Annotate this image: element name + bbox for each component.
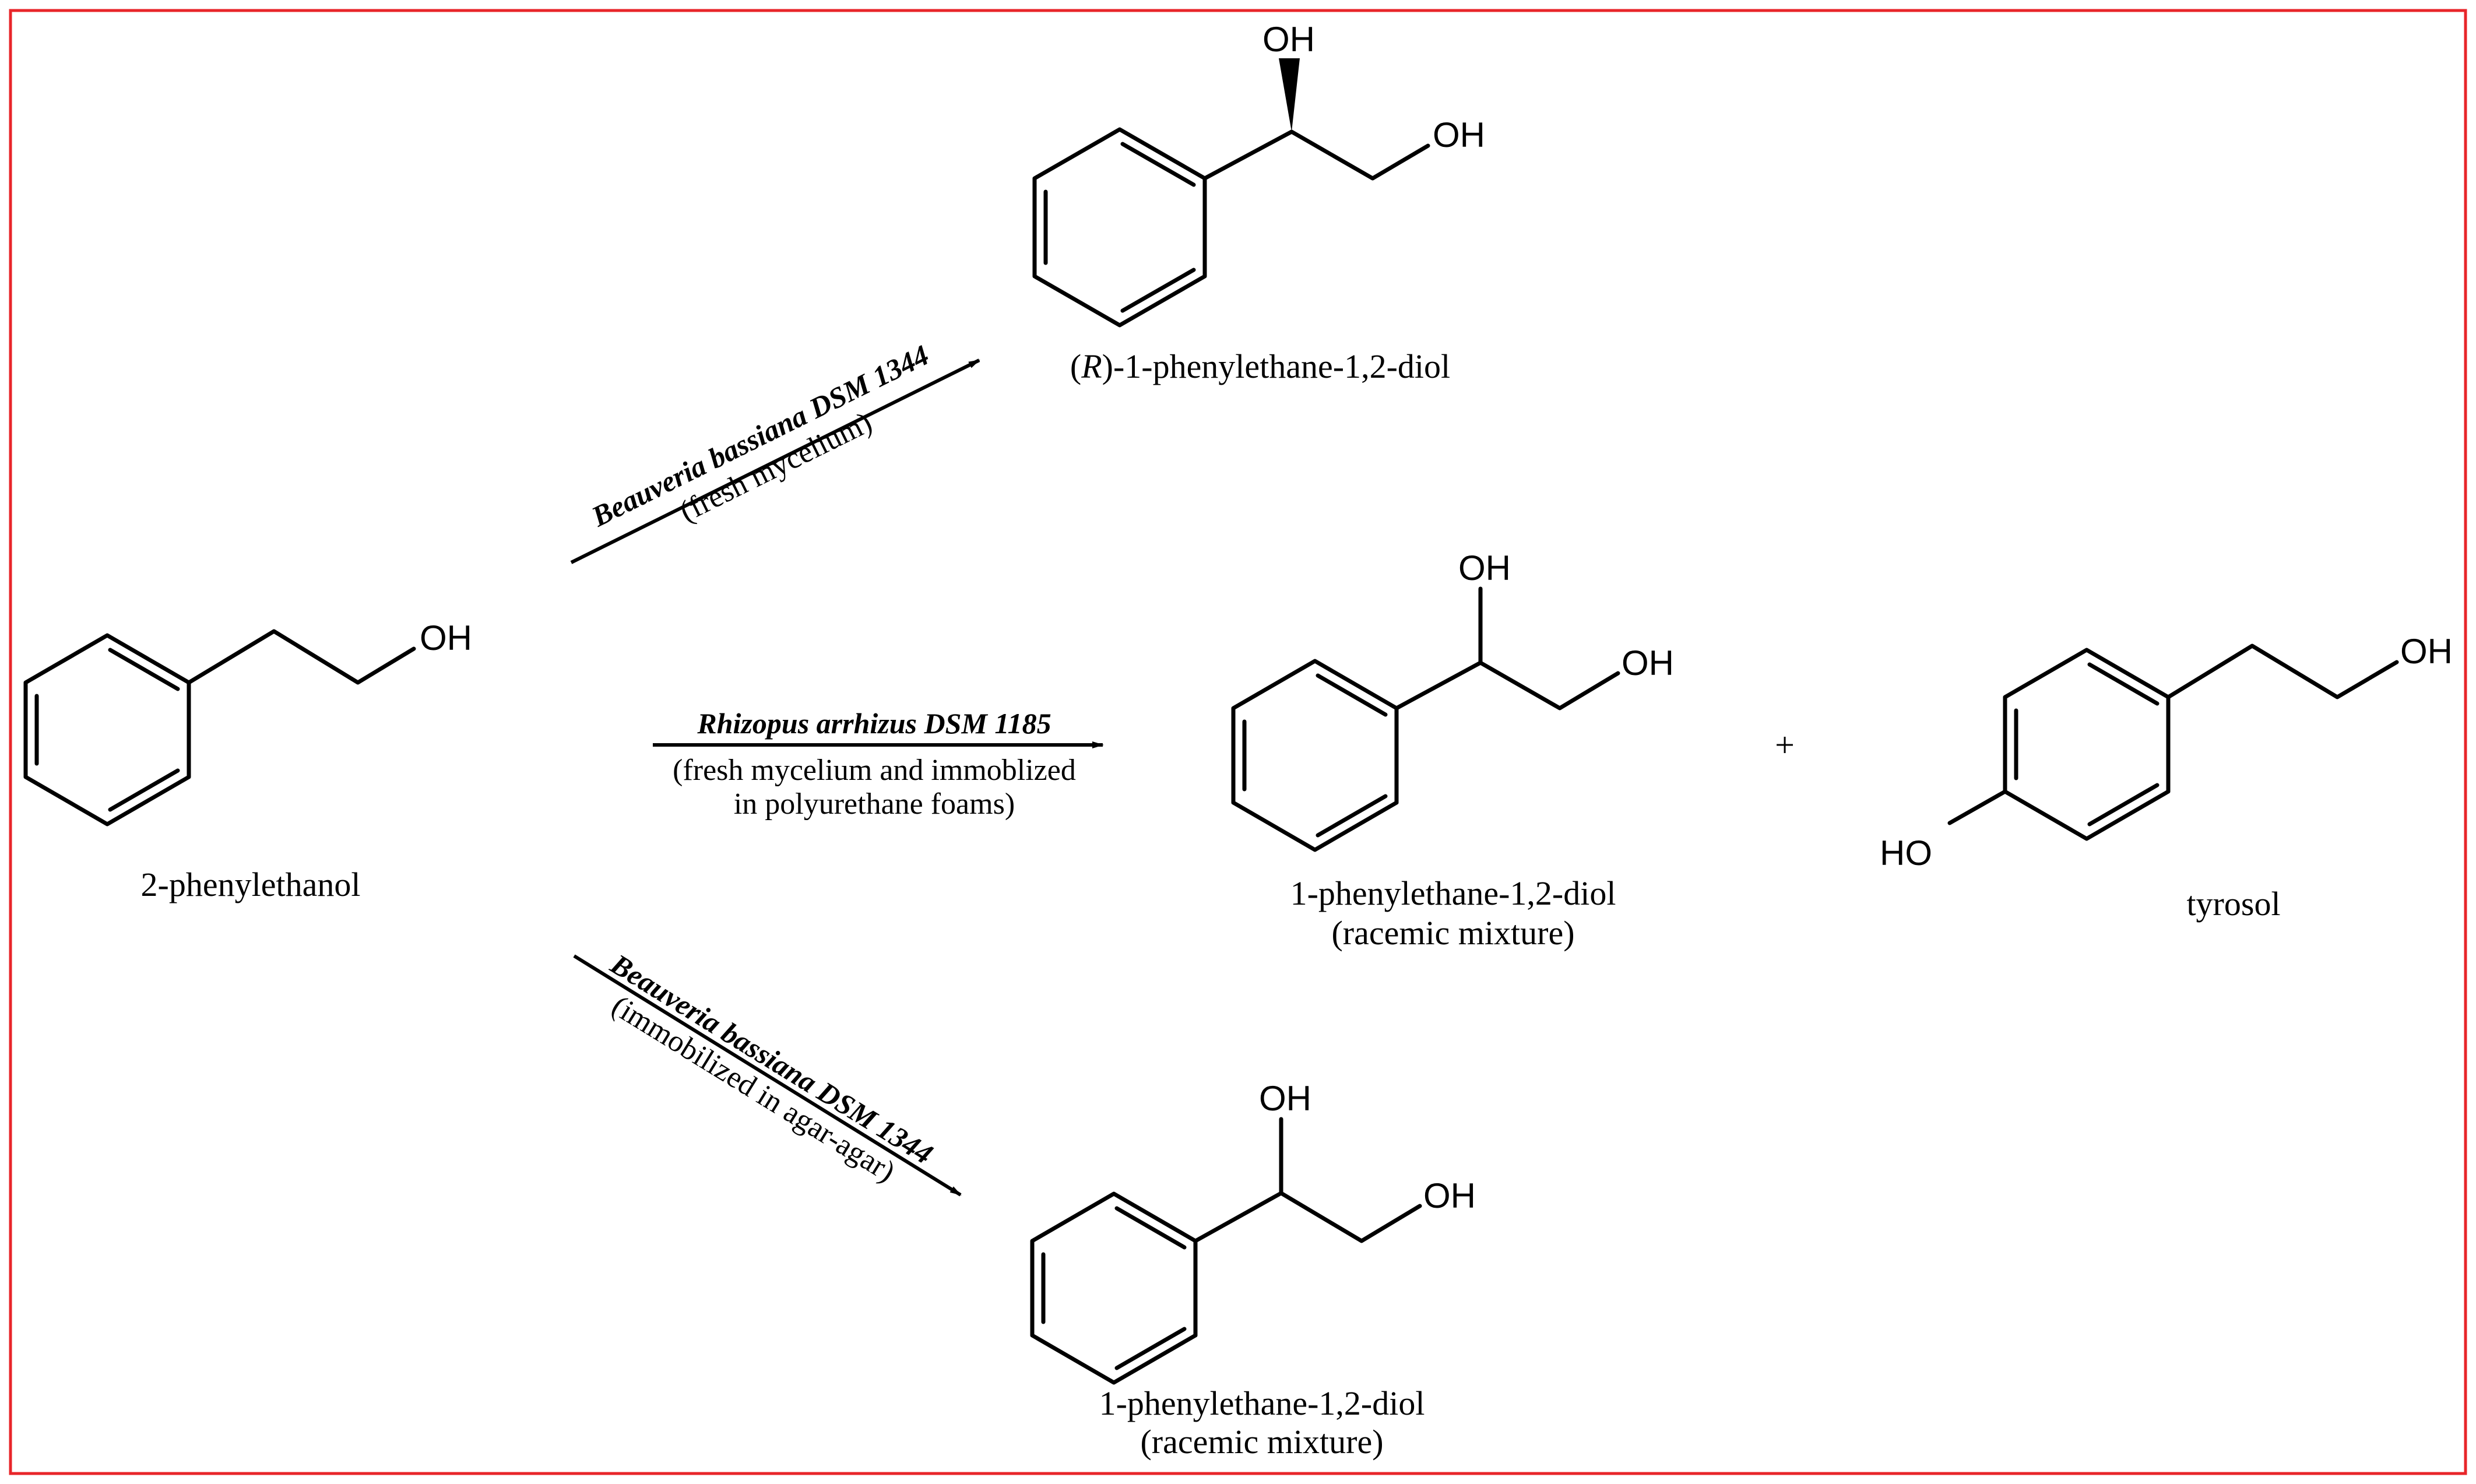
label-racemic-mixture-bottom: (racemic mixture)	[1140, 1423, 1383, 1461]
molecule-2-phenylethanol: OH	[23, 618, 472, 827]
molecule-racemic-phenylethanediol-bottom: OH OH	[1030, 1079, 1476, 1385]
label-racemic-mixture: (racemic mixture)	[1331, 914, 1574, 952]
plus-sign: +	[1775, 726, 1795, 764]
organism-label-middle: Rhizopus arrhizus DSM 1185	[697, 707, 1051, 740]
organism-label-bottom: Beauveria bassiana DSM 1344	[604, 947, 938, 1170]
label-racemic-phenylethanediol-bottom: 1-phenylethane-1,2-diol	[1099, 1384, 1425, 1422]
label-2-phenylethanol: 2-phenylethanol	[141, 866, 361, 903]
condition-label-middle-line1: (fresh mycelium and immoblized	[673, 754, 1076, 787]
atom-label-oh: OH	[1622, 643, 1674, 683]
molecule-racemic-phenylethanediol: OH OH	[1231, 548, 1674, 852]
atom-label-oh: OH	[1262, 20, 1315, 59]
reaction-arrow-bottom	[573, 954, 962, 1197]
atom-label-oh: OH	[1458, 548, 1511, 588]
atom-label-oh: OH	[2400, 632, 2453, 671]
atom-label-ho: HO	[1880, 834, 1932, 873]
label-racemic-phenylethanediol: 1-phenylethane-1,2-diol	[1290, 874, 1616, 912]
condition-label-middle-line2: in polyurethane foams)	[734, 787, 1015, 821]
organism-label-top: Beauveria bassiana DSM 1344	[586, 338, 934, 533]
reaction-arrow-top	[570, 358, 980, 564]
molecule-r-phenylethanediol: OH OH	[1032, 20, 1485, 328]
atom-label-oh: OH	[1433, 115, 1485, 154]
atom-label-oh: OH	[420, 618, 472, 657]
molecule-tyrosol: OH HO	[1880, 632, 2453, 873]
label-tyrosol: tyrosol	[2186, 885, 2280, 923]
condition-label-bottom: (immobilized in agar-agar)	[606, 989, 901, 1188]
atom-label-oh: OH	[1259, 1079, 1311, 1118]
atom-label-oh: OH	[1423, 1176, 1476, 1215]
scheme-frame	[9, 9, 2467, 1475]
label-r-phenylethanediol: (R)-1-phenylethane-1,2-diol	[1070, 347, 1450, 385]
wedge-bond	[1279, 58, 1300, 132]
